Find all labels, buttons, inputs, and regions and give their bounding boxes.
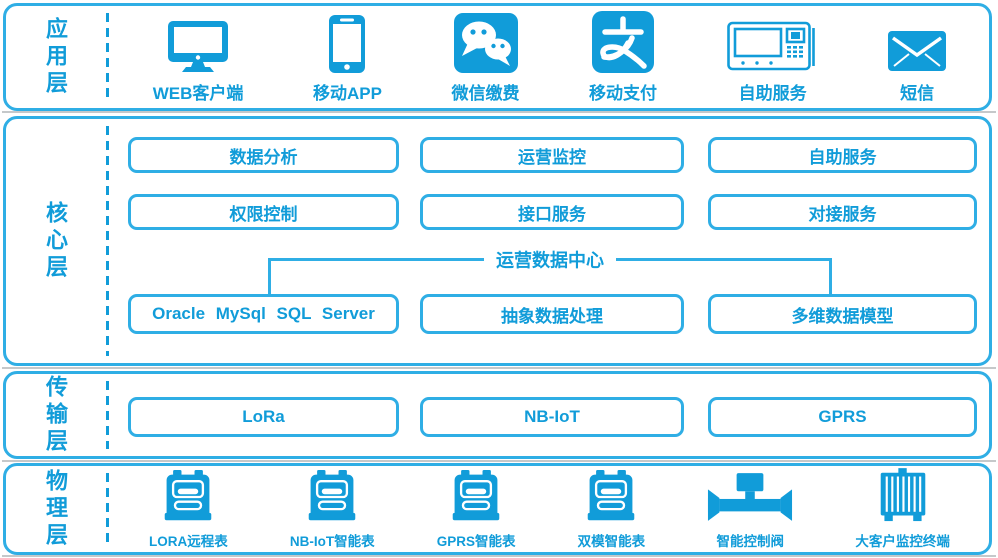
layer-core: 核心层 数据分析 运营监控 自助服务 权限控制 接口服务 对接服务 运营数据中心… bbox=[3, 116, 992, 366]
app-item-mobile-payment: 移动支付 bbox=[589, 10, 658, 104]
app-item-label: WEB客户端 bbox=[152, 83, 244, 103]
dashed-divider bbox=[106, 473, 109, 545]
band-separator bbox=[2, 460, 996, 462]
module-box: 对接服务 bbox=[708, 194, 977, 230]
dashed-divider bbox=[106, 13, 109, 101]
smart-meter-icon bbox=[164, 468, 212, 524]
phys-item-label: 双模智能表 bbox=[577, 534, 646, 549]
module-box: 抽象数据处理 bbox=[420, 294, 684, 334]
dashed-divider bbox=[106, 126, 109, 356]
band-separator bbox=[2, 111, 996, 113]
phys-item-label: LORA远程表 bbox=[149, 534, 228, 549]
app-item-label: 移动支付 bbox=[589, 83, 658, 103]
app-item-label: 微信缴费 bbox=[451, 83, 520, 103]
physical-items: LORA远程表 NB-IoT智能表 bbox=[118, 466, 981, 552]
alipay-icon bbox=[592, 10, 655, 73]
module-box: 自助服务 bbox=[708, 137, 977, 173]
phys-item-dualmode-meter: 双模智能表 bbox=[577, 468, 646, 550]
app-item-self-service: 自助服务 bbox=[726, 11, 819, 104]
layer-transport: 传输层 LoRa NB-IoT GPRS bbox=[3, 371, 992, 459]
phys-item-label: GPRS智能表 bbox=[436, 534, 516, 549]
monitor-icon bbox=[167, 11, 229, 73]
phys-item-control-valve: 智能控制阀 bbox=[707, 468, 793, 550]
monitor-terminal-icon bbox=[877, 468, 929, 524]
phys-item-gprs-meter: GPRS智能表 bbox=[437, 468, 516, 550]
data-center-bracket: 运营数据中心 bbox=[268, 246, 832, 294]
module-box: LoRa bbox=[128, 397, 399, 437]
smart-meter-icon bbox=[452, 468, 500, 524]
module-box: GPRS bbox=[708, 397, 977, 437]
layer-label: 物理层 bbox=[43, 468, 68, 550]
phys-item-label: 智能控制阀 bbox=[716, 534, 785, 549]
layer-application: 应用层 WEB客户端 bbox=[3, 3, 992, 111]
app-item-label: 短信 bbox=[900, 83, 935, 103]
phys-item-nbiot-meter: NB-IoT智能表 bbox=[290, 468, 375, 550]
layer-label: 核心层 bbox=[43, 200, 68, 282]
app-item-label: 移动APP bbox=[312, 83, 382, 103]
app-item-web-client: WEB客户端 bbox=[152, 11, 244, 104]
app-item-sms: 短信 bbox=[888, 11, 947, 104]
dashed-divider bbox=[106, 381, 109, 449]
app-item-wechat-pay: 微信缴费 bbox=[452, 11, 520, 104]
module-box: 接口服务 bbox=[420, 194, 684, 230]
kiosk-icon bbox=[726, 11, 819, 73]
layer-label: 传输层 bbox=[43, 374, 68, 456]
module-box: 权限控制 bbox=[128, 194, 399, 230]
module-box: 运营监控 bbox=[420, 137, 684, 173]
smartphone-icon bbox=[329, 11, 366, 73]
smart-meter-icon bbox=[587, 468, 635, 524]
app-item-mobile-app: 移动APP bbox=[313, 11, 382, 104]
module-box: NB-IoT bbox=[420, 397, 684, 437]
application-items: WEB客户端 移动APP bbox=[118, 6, 981, 108]
phys-item-label: NB-IoT智能表 bbox=[289, 534, 375, 549]
layer-label: 应用层 bbox=[43, 16, 68, 98]
band-separator bbox=[2, 367, 996, 369]
band-separator bbox=[2, 555, 996, 557]
module-box: 数据分析 bbox=[128, 137, 399, 173]
phys-item-lora-meter: LORA远程表 bbox=[149, 468, 228, 550]
wechat-icon bbox=[453, 11, 518, 73]
data-center-label: 运营数据中心 bbox=[484, 246, 616, 273]
smart-meter-icon bbox=[308, 468, 356, 524]
phys-item-label: 大客户监控终端 bbox=[855, 534, 950, 549]
control-valve-icon bbox=[707, 468, 793, 524]
module-box: 多维数据模型 bbox=[708, 294, 977, 334]
app-item-label: 自助服务 bbox=[738, 83, 807, 103]
layer-physical: 物理层 LORA远程表 bbox=[3, 463, 992, 555]
module-box: Oracle MySql SQL Server bbox=[128, 294, 399, 334]
envelope-icon bbox=[888, 11, 947, 73]
phys-item-monitor-terminal: 大客户监控终端 bbox=[855, 468, 950, 550]
